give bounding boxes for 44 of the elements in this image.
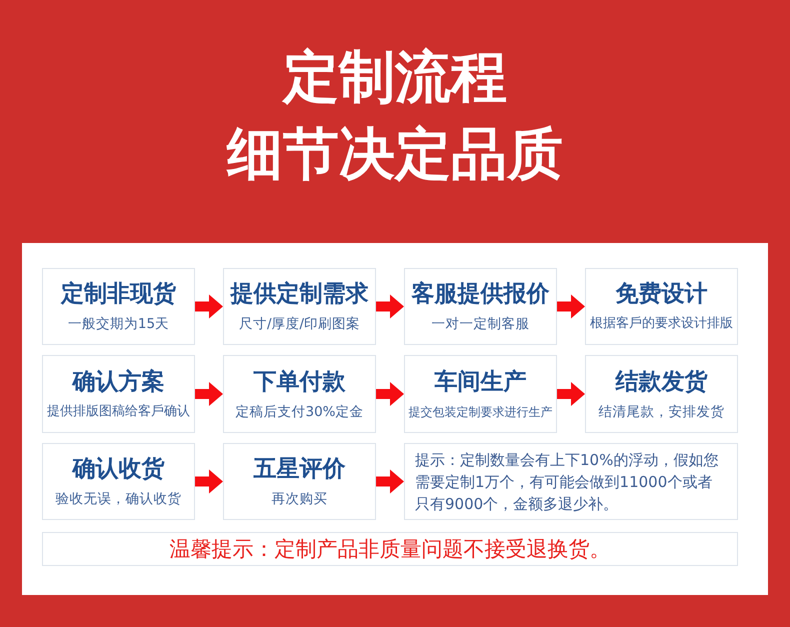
step-box [404,268,557,345]
arrow [195,294,223,318]
step-description: 提供排版图稿给客戶确认 [47,402,190,420]
step-description: 一对一定制客服 [432,315,530,333]
step-description: 再次购买 [272,490,328,508]
step-box [42,443,195,520]
step-box [585,268,738,345]
step-title: 免费设计 [616,280,708,308]
arrow [557,294,585,318]
note-text: 提示：定制数量会有上下10%的浮动，假如您需要定制1万个，有可能会做到11000个或者只有9000个，金额多退少补。 [415,450,720,514]
arrow [557,382,585,406]
step-description: 尺寸/厚度/印刷图案 [238,315,360,333]
notice-box [42,532,738,566]
arrow [195,470,223,494]
arrow [376,382,404,406]
step-title: 定制非现货 [61,280,176,308]
warning-text: 温馨提示：定制产品非质量问题不接受退换货。 [170,536,610,563]
step-description: 结清尾款，安排发货 [598,402,724,420]
step-title: 确认收货 [72,455,164,483]
step-description: 一般交期为15天 [68,315,170,333]
arrow [195,382,223,406]
step-title: 提供定制需求 [230,280,368,308]
arrow [376,470,404,494]
step-title: 五星评价 [254,455,346,483]
step-title: 结款发货 [616,368,708,396]
step-title: 下单付款 [254,368,346,396]
step-description: 根据客戶的要求设计排版 [590,315,733,333]
step-title: 客服提供报价 [412,280,550,308]
step-box [223,443,376,520]
step-description: 验收无误，确认收货 [56,490,182,508]
step-box [42,355,195,433]
step-description: 定稿后支付30%定金 [235,402,364,420]
step-box [585,355,738,433]
subtitle: 细节决定品质 [225,123,564,187]
step-box [223,268,376,345]
step-title: 车间生产 [434,368,526,396]
step-title: 确认方案 [72,368,164,396]
note-box [404,443,738,520]
title: 定制流程 [281,46,508,110]
step-box [223,355,376,433]
step-description: 提交包装定制要求进行生产 [408,404,552,420]
step-box [42,268,195,345]
arrow [376,294,404,318]
step-box [404,355,557,433]
